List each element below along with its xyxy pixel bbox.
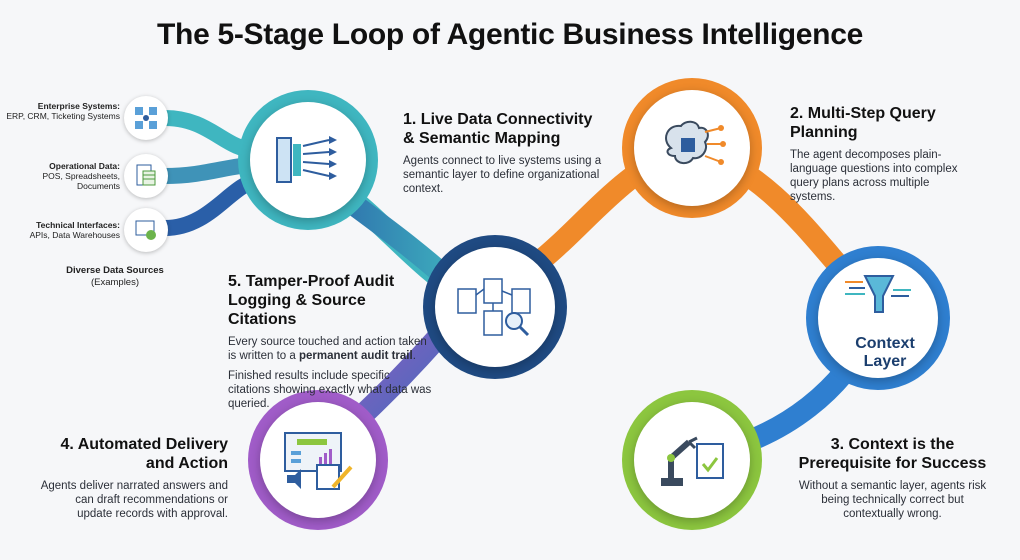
source-label-technical: Technical Interfaces:APIs, Data Warehous… [29, 220, 120, 240]
stage-1-node [250, 102, 366, 218]
source-label-enterprise: Enterprise Systems:ERP, CRM, Ticketing S… [6, 101, 120, 121]
api-gear-icon [135, 220, 156, 240]
audit-log-icon [457, 278, 531, 337]
stage-5-node [435, 247, 555, 367]
ai-brain-icon [665, 120, 726, 165]
context-layer-node [818, 258, 938, 378]
stage-1-text: 1. Live Data Connectivity & Semantic Map… [403, 110, 603, 196]
stage-3-title: 3. Context is the Prerequisite for Succe… [798, 436, 987, 472]
funnel-icon [845, 275, 911, 313]
stage-3-text: 3. Context is the Prerequisite for Succe… [790, 435, 995, 521]
network-icon [135, 107, 157, 129]
stage-5-text: 5. Tamper-Proof Audit Logging & Source C… [228, 272, 433, 411]
stage-3-body: Without a semantic layer, agents risk be… [798, 480, 987, 520]
stage-4-body: Agents deliver narrated answers and can … [40, 480, 228, 520]
spreadsheet-icon [136, 164, 156, 186]
stage-5-body: Every source touched and action taken is… [228, 336, 427, 362]
source-icon-operational [124, 154, 168, 198]
stage-5-title: 5. Tamper-Proof Audit Logging & Source C… [228, 273, 395, 328]
robot-arm-icon [661, 436, 724, 486]
stage-2-text: 2. Multi-Step Query Planning The agent d… [790, 104, 975, 204]
delivery-screen-icon [284, 432, 353, 490]
stage-5-body-2: Finished results include specific citati… [228, 370, 432, 410]
data-connector-icon [276, 136, 337, 183]
stage-2-body: The agent decomposes plain-language ques… [790, 149, 958, 203]
stage-2-title: 2. Multi-Step Query Planning [790, 105, 936, 141]
data-sources-caption: Diverse Data Sources(Examples) [66, 265, 164, 288]
stage-1-body: Agents connect to live systems using a s… [403, 155, 602, 195]
source-icon-technical [124, 208, 168, 252]
stage-4-text: 4. Automated Delivery and Action Agents … [38, 435, 228, 521]
source-label-operational: Operational Data:POS, Spreadsheets, Docu… [42, 161, 121, 191]
stage-4-node [260, 402, 376, 518]
page-title: The 5-Stage Loop of Agentic Business Int… [157, 18, 863, 51]
stage-1-title: 1. Live Data Connectivity & Semantic Map… [403, 111, 593, 147]
stage-2-node [634, 90, 750, 206]
source-icon-enterprise [124, 96, 168, 140]
stage-4-title: 4. Automated Delivery and Action [60, 436, 228, 472]
stage-3-node [634, 402, 750, 518]
